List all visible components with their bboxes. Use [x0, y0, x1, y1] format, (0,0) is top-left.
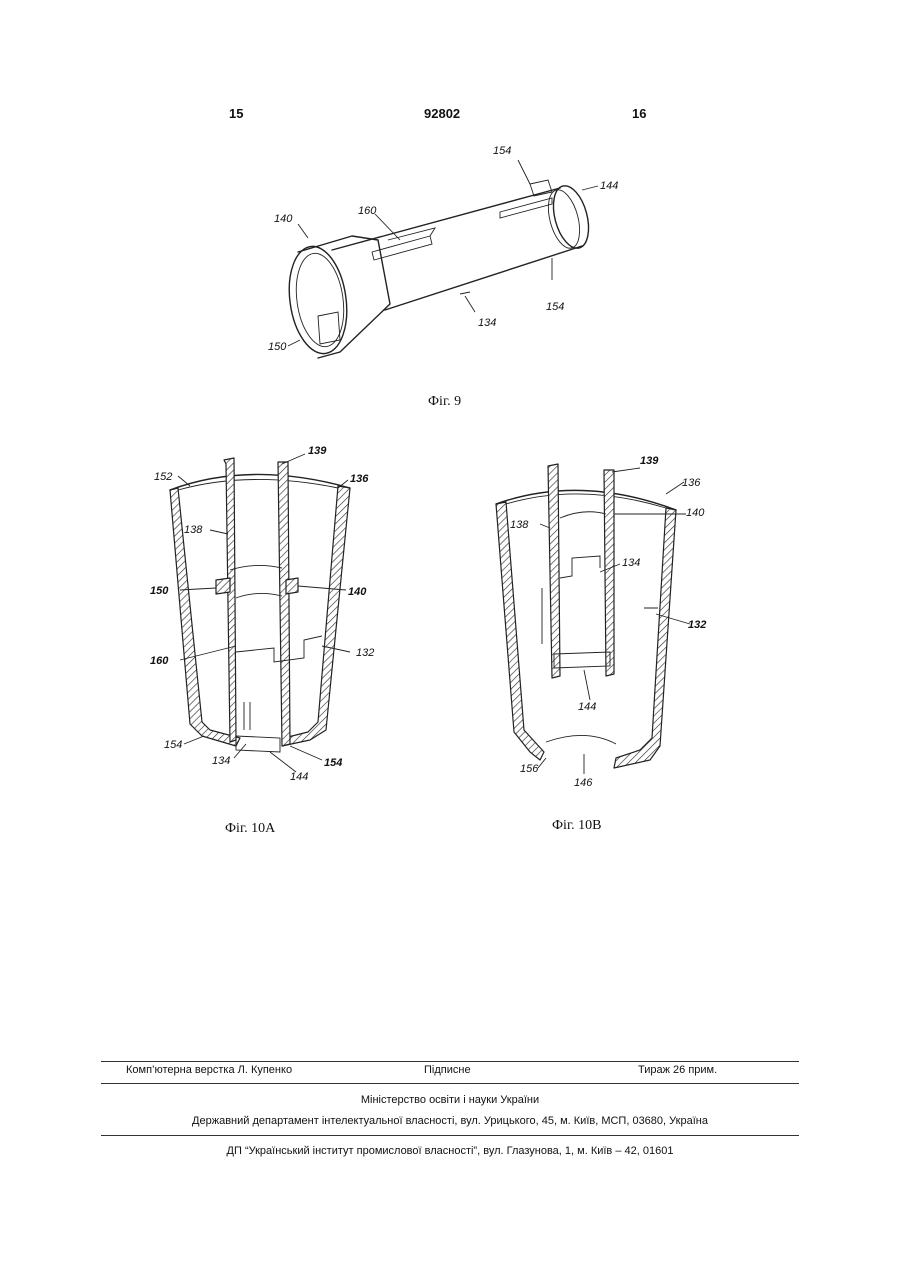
footer-department: Державний департамент інтелектуальної вл…	[101, 1115, 799, 1127]
fig10a-label-138: 138	[184, 524, 203, 536]
fig10a-label-160: 160	[150, 655, 169, 667]
fig10b-label-144: 144	[578, 701, 596, 713]
patent-number: 92802	[424, 106, 460, 121]
footer-layout-credit: Комп’ютерна верстка Л. Купенко	[126, 1064, 292, 1076]
fig9-label-154-bottom: 154	[546, 301, 564, 313]
fig10a-label-154-left: 154	[164, 739, 182, 751]
fig10b-label-139: 139	[640, 455, 659, 467]
fig10b-label-156: 156	[520, 763, 539, 775]
footer-rule-top	[101, 1061, 799, 1062]
fig9-label-154-top: 154	[493, 145, 511, 157]
fig10a-label-134: 134	[212, 755, 230, 767]
figure-9-drawing: 154 144 160 140 154 134 150	[260, 140, 640, 370]
fig10a-label-139: 139	[308, 445, 327, 457]
fig10b-label-146: 146	[574, 777, 593, 789]
fig10a-label-154-right: 154	[324, 757, 342, 769]
figure-10b-drawing: 139 136 140 138 134 132 144 156 146	[490, 448, 730, 798]
figure-10a-caption: Фіг. 10А	[225, 821, 275, 837]
fig10a-label-144: 144	[290, 771, 308, 783]
page-number-right: 16	[632, 106, 646, 121]
page-number-left: 15	[229, 106, 243, 121]
figure-10b-caption: Фіг. 10В	[552, 818, 601, 834]
figure-10a-drawing: 139 152 136 138 150 140 160 132 154 134 …	[150, 440, 390, 790]
footer-institute: ДП “Український інститут промислової вла…	[101, 1145, 799, 1157]
fig9-label-160: 160	[358, 205, 377, 217]
footer-rule-bottom	[101, 1135, 799, 1136]
fig9-label-134: 134	[478, 317, 496, 329]
fig9-label-150: 150	[268, 341, 287, 353]
figure-9-caption: Фіг. 9	[428, 394, 461, 410]
footer-ministry: Міністерство освіти і науки України	[101, 1094, 799, 1106]
footer-circulation: Тираж 26 прим.	[638, 1064, 717, 1076]
fig10b-label-132: 132	[688, 619, 706, 631]
fig10a-label-152: 152	[154, 471, 172, 483]
fig9-label-140: 140	[274, 213, 293, 225]
fig10a-label-136: 136	[350, 473, 369, 485]
fig10b-label-140: 140	[686, 507, 705, 519]
footer-rule-middle	[101, 1083, 799, 1084]
fig10b-label-136: 136	[682, 477, 701, 489]
fig10b-label-138: 138	[510, 519, 529, 531]
footer-signed: Підписне	[424, 1064, 471, 1076]
fig10a-label-150: 150	[150, 585, 169, 597]
fig10b-label-134: 134	[622, 557, 640, 569]
fig9-label-144: 144	[600, 180, 618, 192]
fig10a-label-132: 132	[356, 647, 374, 659]
fig10a-label-140: 140	[348, 586, 367, 598]
